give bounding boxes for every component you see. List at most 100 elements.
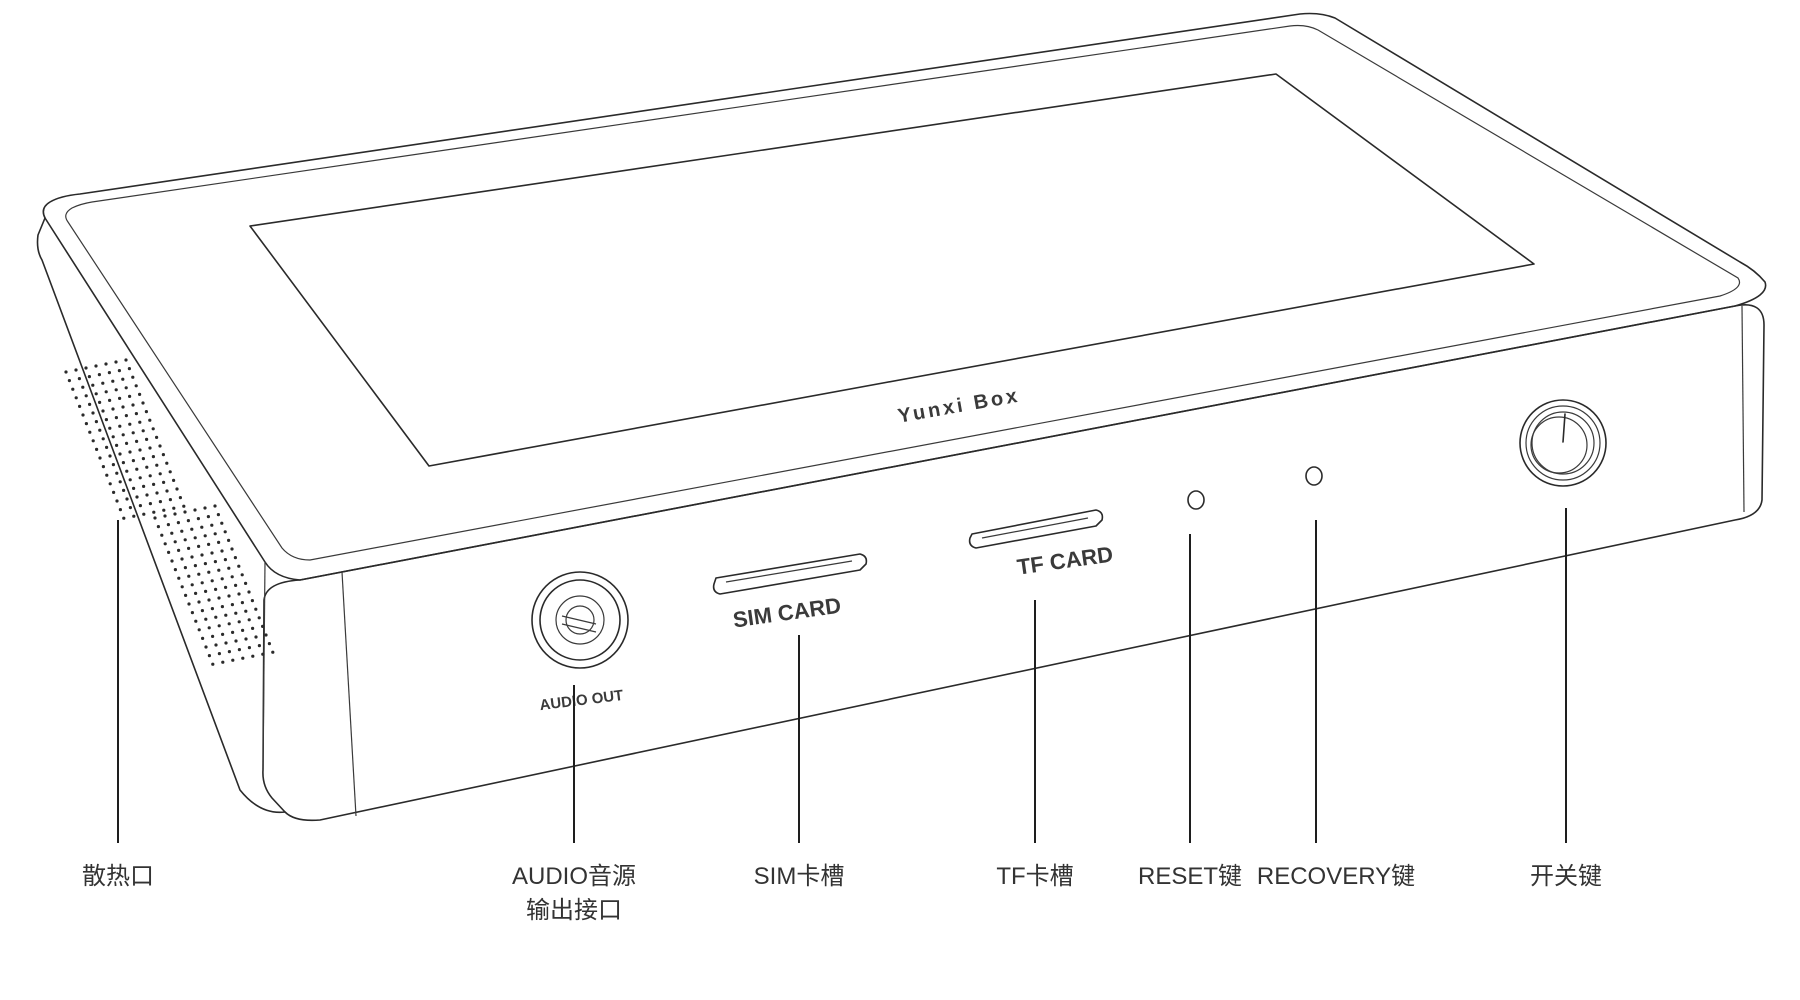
vent-hole — [148, 502, 152, 506]
vent-hole — [111, 463, 115, 467]
vent-hole — [216, 513, 220, 517]
vent-hole — [217, 652, 221, 656]
vent-hole — [153, 516, 157, 520]
vent-hole — [165, 461, 169, 465]
vent-hole — [180, 557, 184, 561]
vent-hole — [138, 504, 142, 508]
vent-hole — [177, 576, 181, 580]
vent-hole — [186, 519, 190, 523]
vent-hole — [177, 548, 181, 553]
vent-hole — [112, 490, 116, 494]
vent-hole — [237, 620, 241, 624]
vent-hole — [138, 420, 142, 424]
brand-label: Yunxi Box — [896, 385, 1022, 428]
vent-hole — [111, 435, 115, 439]
vent-hole — [221, 660, 225, 664]
vent-hole — [124, 358, 128, 362]
vent-hole — [203, 506, 207, 510]
vent-hole — [98, 428, 102, 432]
tf-slot — [968, 509, 1104, 549]
vent-hole — [145, 437, 149, 441]
vent-hole — [138, 448, 142, 452]
vent-hole — [193, 536, 197, 540]
vent-hole — [214, 615, 218, 619]
vent-hole — [152, 482, 156, 486]
vent-hole — [190, 611, 194, 615]
vent-hole — [138, 392, 142, 396]
vent-hole — [141, 401, 145, 405]
vent-hole — [214, 587, 218, 592]
vent-hole — [84, 366, 88, 370]
vent-hole — [125, 441, 129, 445]
callout-sim-text: SIM卡槽 — [753, 863, 845, 890]
vent-hole — [170, 531, 174, 535]
vent-hole — [183, 538, 187, 542]
vent-hole — [173, 540, 177, 544]
vent-hole — [172, 506, 176, 510]
front-edge-left — [341, 571, 357, 817]
vent-hole — [190, 555, 194, 559]
vent-hole — [135, 467, 139, 471]
callout-vent: 散热口 — [58, 860, 178, 894]
vent-hole — [161, 453, 165, 457]
side-face — [36, 217, 286, 814]
audio-jack — [531, 571, 629, 669]
device-bezel — [65, 24, 1741, 561]
vent-hole — [237, 564, 241, 568]
vent-hole — [250, 599, 254, 603]
vent-hole — [247, 590, 251, 594]
vent-hole — [87, 375, 91, 379]
vent-hole — [148, 446, 152, 450]
vent-hole — [115, 443, 119, 447]
vent-hole — [213, 532, 217, 536]
vent-hole — [230, 575, 234, 579]
vent-hole — [234, 611, 238, 615]
power-button — [1519, 399, 1607, 487]
vent-hole — [155, 435, 159, 439]
vent-hole — [125, 469, 129, 473]
vent-hole — [187, 546, 191, 551]
callout-sim: SIM卡槽 — [729, 860, 869, 894]
vent-hole — [145, 493, 149, 497]
vent-hole — [74, 396, 78, 400]
vent-hole — [220, 577, 224, 581]
vent-hole — [117, 369, 121, 373]
vent-hole — [211, 634, 215, 639]
vent-hole — [124, 386, 128, 390]
vent-hole — [200, 609, 204, 613]
vent-hole — [194, 591, 198, 596]
vent-hole — [244, 581, 248, 586]
vent-hole — [271, 650, 275, 654]
vent-hole — [128, 506, 132, 510]
vent-hole — [180, 529, 184, 533]
vent-hole — [251, 626, 255, 631]
callout-audio-line1: AUDIO音源 — [511, 863, 636, 890]
vent-hole — [162, 508, 166, 512]
vent-hole — [178, 496, 182, 500]
vent-hole — [237, 648, 241, 652]
vent-hole — [227, 594, 231, 598]
vent-hole — [254, 607, 258, 611]
sim-slot — [712, 553, 868, 595]
callout-recovery: RECOVERY键 — [1236, 860, 1436, 894]
vent-hole — [203, 562, 207, 566]
vent-grid — [64, 358, 275, 666]
vent-hole — [204, 589, 208, 594]
vent-hole — [142, 512, 146, 516]
vent-hole — [155, 463, 159, 467]
callout-tf-text: TF卡槽 — [996, 863, 1074, 890]
vent-hole — [81, 413, 85, 417]
vent-hole — [108, 426, 112, 430]
vent-hole — [207, 598, 211, 602]
vent-hole — [97, 373, 101, 377]
vent-hole — [125, 497, 129, 501]
vent-hole — [166, 523, 170, 527]
tf-slot-label: TF CARD — [1015, 541, 1114, 579]
vent-hole — [111, 407, 115, 411]
vent-hole — [230, 603, 234, 607]
vent-hole — [84, 422, 88, 426]
vent-hole — [105, 445, 109, 449]
vent-hole — [124, 414, 128, 418]
vent-hole — [227, 650, 231, 654]
vent-hole — [158, 472, 162, 476]
